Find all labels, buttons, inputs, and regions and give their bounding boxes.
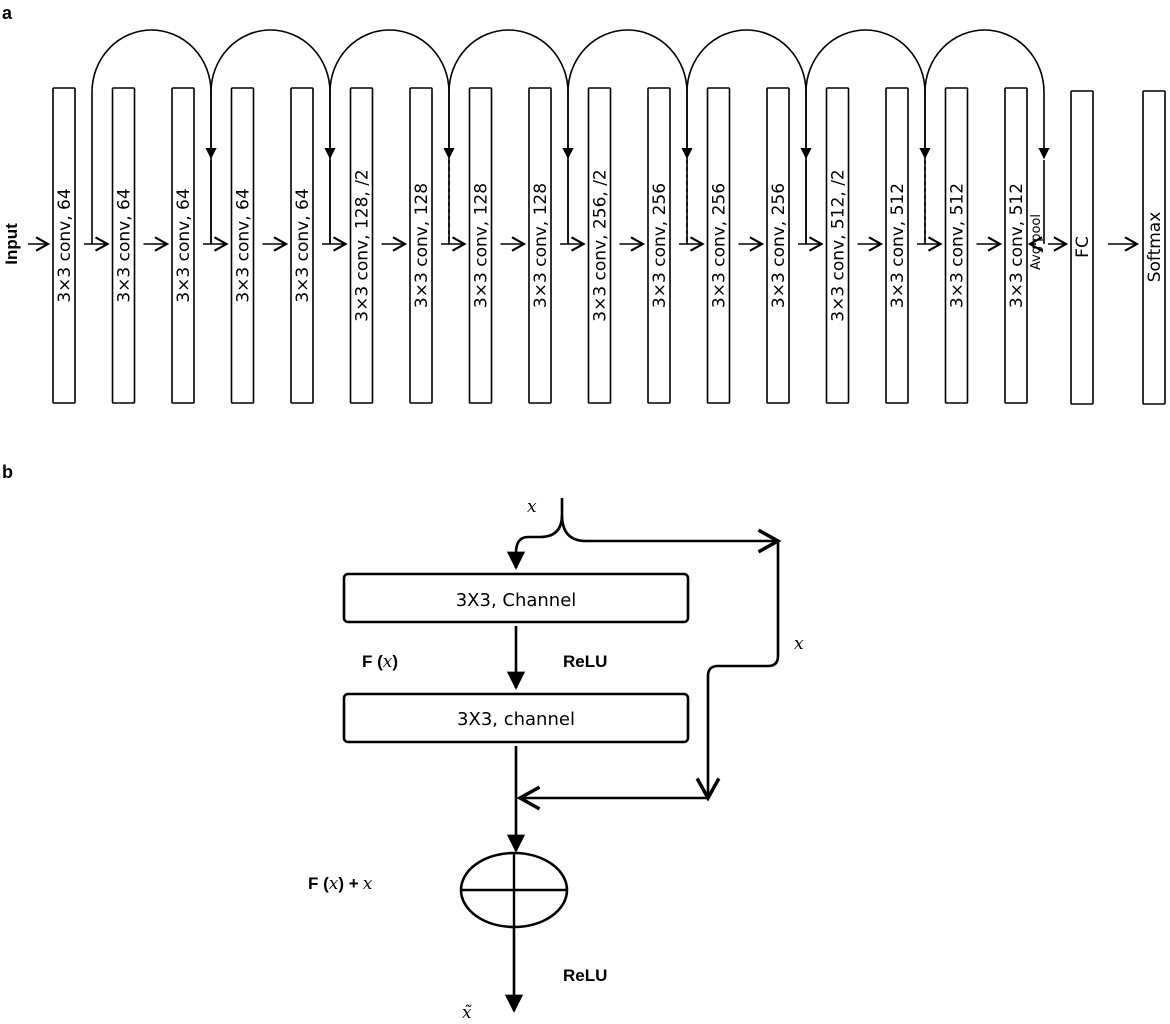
conv-layer-label: 3×3 conv, 256, /2 — [591, 169, 611, 321]
input-label: Input — [2, 223, 21, 265]
conv-layer-11 — [647, 87, 671, 404]
conv-layer-label: 3×3 conv, 64 — [234, 188, 254, 302]
identity-skip-line — [695, 541, 780, 802]
conv-layer-12 — [706, 87, 731, 404]
conv-layer-label: 3×3 conv, 512 — [1007, 183, 1027, 308]
conv-layer-1 — [52, 87, 76, 404]
relu-label-1: ReLU — [563, 652, 607, 671]
conv-layer-9 — [528, 87, 552, 404]
conv-layer-4 — [230, 87, 255, 404]
skip-connection-arc — [567, 29, 693, 244]
conv-layer-label: 3×3 conv, 256 — [769, 183, 789, 308]
skip-connection-arc — [924, 29, 1050, 244]
skip-x-label: x — [794, 634, 804, 654]
softmax-block — [1142, 90, 1166, 405]
input-to-block1-arrow — [506, 498, 564, 570]
conv-block-2-label: 3X3, channel — [457, 709, 575, 730]
conv-layer-10 — [587, 87, 612, 404]
conv-layer-3 — [171, 87, 195, 404]
skip-connection-arc — [91, 29, 217, 244]
fc-label: FC — [1073, 236, 1093, 258]
output-label: x̃ — [462, 1003, 472, 1023]
input-x-label: x — [527, 497, 537, 517]
conv-layer-label: 3×3 conv, 64 — [55, 188, 75, 302]
conv-layer-label: 3×3 conv, 64 — [115, 188, 135, 302]
conv-layer-label: 3×3 conv, 256 — [710, 183, 730, 308]
conv-block-1-label: 3X3, Channel — [456, 590, 577, 611]
sum-label: F (x) +x — [308, 874, 373, 894]
panel-a-label: a — [2, 3, 13, 23]
panel-b-label: b — [2, 462, 13, 482]
conv-layer-label: 3×3 conv, 512, /2 — [829, 169, 849, 321]
panel-b: b x x 3X3, Channel F (x) ReLU 3X3, chann… — [2, 462, 804, 1023]
conv-layer-16 — [944, 87, 969, 404]
fc-block — [1070, 90, 1094, 405]
conv-layer-5 — [290, 87, 314, 404]
conv-layer-label: 3×3 conv, 128 — [472, 183, 492, 308]
conv-layer-label: 3×3 conv, 512 — [948, 183, 968, 308]
skip-connection-arc — [210, 29, 336, 244]
conv-layer-6 — [349, 87, 374, 404]
skip-connection-arc — [448, 29, 574, 244]
conv-layer-14 — [825, 87, 850, 404]
conv-layer-13 — [766, 87, 790, 404]
relu-label-2: ReLU — [563, 966, 607, 985]
skip-connections — [91, 29, 1050, 244]
conv-layer-label: 3×3 conv, 128 — [412, 183, 432, 308]
conv-block-1 — [342, 572, 690, 624]
avg-pool-label: Avg pool — [1029, 214, 1044, 270]
conv-layer-label: 3×3 conv, 64 — [174, 188, 194, 302]
fx-label: F (x) — [362, 652, 398, 672]
conv-block-2 — [342, 692, 690, 744]
conv-layer-2 — [111, 87, 136, 404]
skip-connection-arc — [805, 29, 931, 244]
skip-connection-arc — [329, 29, 455, 244]
conv-layer-label: 3×3 conv, 128 — [531, 183, 551, 308]
conv-layer-7 — [409, 87, 433, 404]
conv-layer-label: 3×3 conv, 256 — [650, 183, 670, 308]
conv-layer-label: 3×3 conv, 512 — [888, 183, 908, 308]
conv-layer-label: 3×3 conv, 64 — [293, 188, 313, 302]
conv-layer-17 — [1004, 87, 1028, 404]
layer-stack: 3×3 conv, 64 3×3 conv, 64 3×3 conv, 64 3×3 … — [52, 87, 1028, 404]
conv-layer-label: 3×3 conv, 128, /2 — [353, 169, 373, 321]
conv-layer-8 — [468, 87, 493, 404]
conv-layer-15 — [885, 87, 909, 404]
skip-connection-arc — [686, 29, 812, 244]
skip-out-arrow — [560, 514, 782, 554]
softmax-label: Softmax — [1145, 212, 1165, 283]
